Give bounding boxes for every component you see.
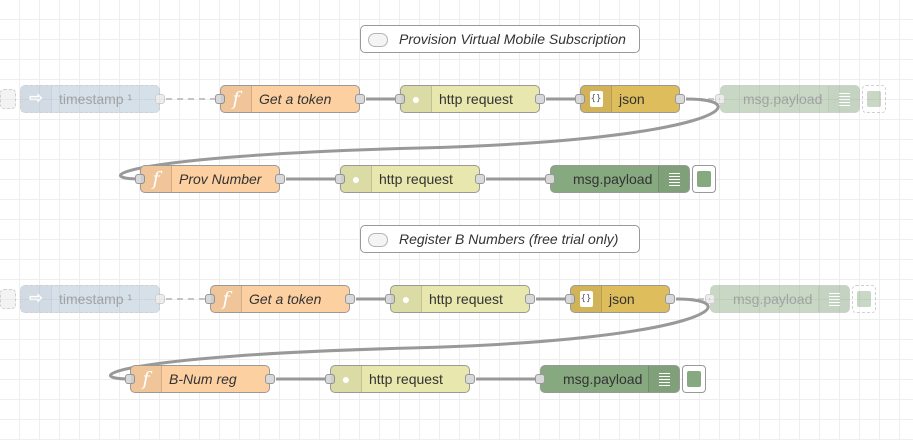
node-label: http request: [369, 371, 443, 387]
debug-toggle-button[interactable]: [852, 285, 876, 313]
debug-node-disabled[interactable]: msg.payload: [715, 85, 860, 113]
http-request-node[interactable]: ● http request: [385, 285, 535, 313]
input-port[interactable]: [715, 94, 725, 104]
input-port[interactable]: [385, 294, 395, 304]
node-label: json: [609, 291, 635, 307]
function-node-b-num-reg[interactable]: f B-Num reg: [125, 365, 275, 393]
comment-label: Register B Numbers (free trial only): [399, 231, 619, 247]
inject-node-timestamp[interactable]: ⇨ timestamp ¹: [20, 285, 165, 313]
output-port[interactable]: [155, 294, 165, 304]
debug-toggle-button[interactable]: [692, 165, 716, 193]
output-port[interactable]: [665, 294, 675, 304]
function-f-icon: f: [211, 286, 242, 312]
debug-node-disabled[interactable]: msg.payload: [705, 285, 850, 313]
node-label: http request: [429, 291, 503, 307]
input-port[interactable]: [395, 94, 405, 104]
json-node[interactable]: {} json: [575, 85, 685, 113]
debug-list-icon: [648, 366, 679, 392]
debug-node[interactable]: msg.payload: [545, 165, 690, 193]
comment-node-flow1[interactable]: Provision Virtual Mobile Subscription: [360, 25, 640, 53]
globe-icon: ●: [331, 366, 362, 392]
node-label: msg.payload: [563, 371, 643, 387]
output-port[interactable]: [155, 94, 165, 104]
debug-toggle-button[interactable]: [682, 365, 706, 393]
globe-icon: ●: [391, 286, 422, 312]
output-port[interactable]: [265, 374, 275, 384]
input-port[interactable]: [535, 374, 545, 384]
inject-trigger-button[interactable]: [0, 289, 16, 309]
input-port[interactable]: [575, 94, 585, 104]
node-label: json: [619, 91, 645, 107]
wire-json-to-func-1: [118, 97, 720, 181]
function-f-icon: f: [141, 166, 172, 192]
function-f-icon: f: [131, 366, 162, 392]
json-braces-icon: {}: [571, 286, 602, 312]
function-f-icon: f: [221, 86, 252, 112]
output-port[interactable]: [355, 94, 365, 104]
debug-list-icon: [828, 86, 859, 112]
node-label: msg.payload: [733, 291, 813, 307]
output-port[interactable]: [465, 374, 475, 384]
comment-node-flow2[interactable]: Register B Numbers (free trial only): [360, 225, 640, 253]
input-port[interactable]: [205, 294, 215, 304]
input-port[interactable]: [125, 374, 135, 384]
output-port[interactable]: [275, 174, 285, 184]
inject-node-timestamp[interactable]: ⇨ timestamp ¹: [20, 85, 165, 113]
input-port[interactable]: [565, 294, 575, 304]
node-label: timestamp ¹: [59, 291, 133, 307]
comment-bubble-icon: [368, 33, 388, 47]
output-port[interactable]: [675, 94, 685, 104]
output-port[interactable]: [525, 294, 535, 304]
globe-icon: ●: [341, 166, 372, 192]
node-label: msg.payload: [743, 91, 823, 107]
node-label: msg.payload: [573, 171, 653, 187]
inject-arrow-icon: ⇨: [21, 286, 52, 312]
output-port[interactable]: [345, 294, 355, 304]
input-port[interactable]: [545, 174, 555, 184]
json-braces-icon: {}: [581, 86, 612, 112]
function-node-get-token[interactable]: f Get a token: [205, 285, 355, 313]
globe-icon: ●: [401, 86, 432, 112]
output-port[interactable]: [535, 94, 545, 104]
inject-arrow-icon: ⇨: [21, 86, 52, 112]
http-request-node[interactable]: ● http request: [395, 85, 545, 113]
inject-trigger-button[interactable]: [0, 89, 16, 109]
node-label: http request: [439, 91, 513, 107]
function-node-get-token[interactable]: f Get a token: [215, 85, 365, 113]
comment-label: Provision Virtual Mobile Subscription: [399, 31, 626, 47]
input-port[interactable]: [335, 174, 345, 184]
debug-list-icon: [818, 286, 849, 312]
debug-toggle-button[interactable]: [862, 85, 886, 113]
debug-list-icon: [658, 166, 689, 192]
output-port[interactable]: [475, 174, 485, 184]
input-port[interactable]: [135, 174, 145, 184]
function-node-prov-number[interactable]: f Prov Number: [135, 165, 285, 193]
node-label: Get a token: [249, 291, 322, 307]
http-request-node[interactable]: ● http request: [335, 165, 485, 193]
input-port[interactable]: [705, 294, 715, 304]
node-label: timestamp ¹: [59, 91, 133, 107]
node-label: B-Num reg: [169, 371, 237, 387]
node-label: Prov Number: [179, 171, 262, 187]
json-node[interactable]: {} json: [565, 285, 675, 313]
comment-bubble-icon: [368, 233, 388, 247]
http-request-node[interactable]: ● http request: [325, 365, 475, 393]
input-port[interactable]: [325, 374, 335, 384]
debug-node[interactable]: msg.payload: [535, 365, 680, 393]
node-label: Get a token: [259, 91, 332, 107]
node-label: http request: [379, 171, 453, 187]
input-port[interactable]: [215, 94, 225, 104]
wire-json-to-func-2: [108, 297, 710, 381]
